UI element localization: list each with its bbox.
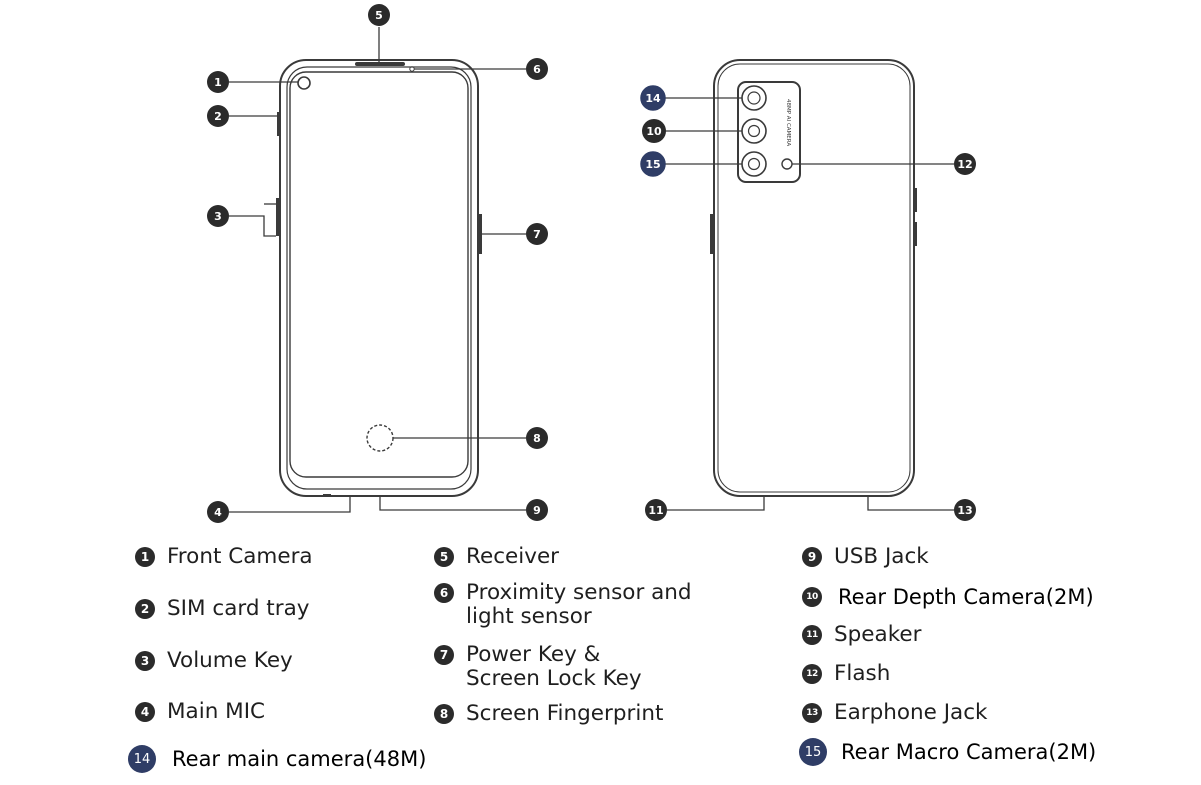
leader-lines (229, 27, 954, 513)
rear-macro-camera (741, 151, 767, 177)
legend-item-1: 1 Front Camera (135, 545, 313, 569)
legend-label: Volume Key (167, 648, 293, 673)
legend-number: 11 (802, 625, 822, 645)
legend-label: Rear Macro Camera(2M) (841, 740, 1097, 764)
callout-11: 11 (645, 499, 667, 521)
fingerprint-sensor (366, 424, 394, 452)
legend-item-8: 8 Screen Fingerprint (434, 702, 663, 726)
power-key (477, 214, 482, 254)
callout-12: 12 (954, 153, 976, 175)
callout-7: 7 (526, 223, 548, 245)
legend-number: 8 (434, 704, 454, 724)
legend-label: USB Jack (834, 544, 929, 569)
svg-text:8: 8 (533, 432, 541, 445)
legend-number: 13 (802, 703, 822, 723)
svg-text:4: 4 (214, 506, 222, 519)
front-display (289, 71, 469, 478)
sim-tray (277, 112, 281, 136)
legend-label: Screen Fingerprint (466, 701, 664, 726)
svg-text:10: 10 (646, 125, 662, 138)
callout-8: 8 (526, 427, 548, 449)
phone-back-view: 48MP AI CAMERA (710, 59, 917, 497)
callout-9: 9 (526, 499, 548, 521)
legend-number: 1 (135, 547, 155, 567)
front-camera (297, 76, 311, 90)
legend-label: Proximity sensor and light sensor (466, 580, 692, 629)
svg-text:3: 3 (214, 210, 222, 223)
svg-text:5: 5 (375, 9, 383, 22)
legend-item-4: 4 Main MIC (135, 700, 265, 724)
legend-item-13: 13 Earphone Jack (802, 701, 988, 725)
legend-label: Earphone Jack (834, 700, 988, 725)
legend-number: 6 (434, 583, 454, 603)
legend-item-2: 2 SIM card tray (135, 597, 309, 621)
legend-label: Rear main camera(48M) (172, 747, 427, 771)
legend-label: Main MIC (167, 699, 266, 724)
legend-number: 3 (135, 651, 155, 671)
svg-text:14: 14 (645, 92, 661, 105)
svg-text:7: 7 (533, 228, 541, 241)
callout-1: 1 (207, 71, 229, 93)
rear-main-camera (741, 85, 767, 111)
callout-4: 4 (207, 501, 229, 523)
svg-text:2: 2 (214, 110, 222, 123)
legend-label: Front Camera (167, 544, 313, 569)
callout-6: 6 (526, 58, 548, 80)
svg-text:13: 13 (957, 504, 972, 517)
legend-label: Power Key & Screen Lock Key (466, 642, 642, 691)
receiver-slot (355, 62, 405, 66)
legend-number: 15 (799, 738, 827, 766)
legend-number: 9 (802, 547, 822, 567)
svg-text:1: 1 (214, 76, 222, 89)
legend-item-10: 10 Rear Depth Camera(2M) (802, 585, 1094, 609)
svg-text:6: 6 (533, 63, 541, 76)
legend-item-15: 15 Rear Macro Camera(2M) (799, 738, 1096, 766)
callout-2: 2 (207, 105, 229, 127)
flash (781, 158, 793, 170)
legend-label: Rear Depth Camera(2M) (838, 585, 1094, 609)
legend-label: SIM card tray (167, 596, 310, 621)
camera-module (737, 81, 801, 183)
legend-label: Receiver (466, 544, 560, 569)
callout-10: 10 (642, 119, 666, 143)
legend-number: 2 (135, 599, 155, 619)
legend-item-14: 14 Rear main camera(48M) (128, 745, 426, 773)
svg-text:9: 9 (533, 504, 541, 517)
svg-text:11: 11 (648, 504, 663, 517)
callout-5: 5 (368, 4, 390, 26)
legend-item-7: 7 Power Key & Screen Lock Key (434, 643, 642, 691)
legend-item-12: 12 Flash (802, 662, 890, 686)
rear-depth-camera (741, 118, 767, 144)
legend-label: Speaker (834, 622, 922, 647)
legend-number: 14 (128, 745, 156, 773)
callout-14: 14 (640, 85, 666, 111)
legend-item-5: 5 Receiver (434, 545, 559, 569)
legend-item-9: 9 USB Jack (802, 545, 929, 569)
phone-front-view (276, 59, 482, 497)
legend-number: 5 (434, 547, 454, 567)
svg-text:12: 12 (957, 158, 972, 171)
legend-label: Flash (834, 661, 891, 686)
legend-number: 10 (802, 587, 822, 607)
svg-text:15: 15 (645, 158, 660, 171)
callout-15: 15 (640, 151, 666, 177)
legend-number: 12 (802, 664, 822, 684)
callout-3: 3 (207, 205, 229, 227)
camera-module-text: 48MP AI CAMERA (785, 99, 791, 146)
callout-13: 13 (954, 499, 976, 521)
legend-number: 7 (434, 645, 454, 665)
legend-item-11: 11 Speaker (802, 623, 921, 647)
volume-key (276, 198, 281, 236)
legend-item-3: 3 Volume Key (135, 649, 293, 673)
legend-item-6: 6 Proximity sensor and light sensor (434, 581, 692, 629)
legend-number: 4 (135, 702, 155, 722)
